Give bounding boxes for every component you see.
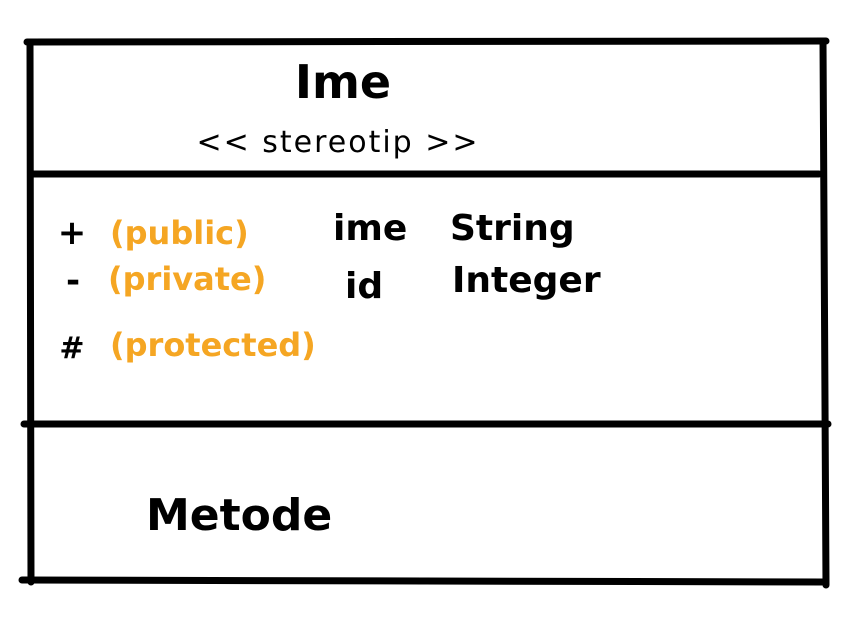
methods-label: Metode (146, 490, 332, 541)
field-type: String (450, 208, 575, 249)
field-name: id (345, 266, 383, 307)
visibility-symbol-private: - (66, 261, 80, 301)
class-box-frame (18, 37, 832, 589)
visibility-symbol-protected: # (59, 331, 84, 366)
visibility-label-private: (private) (108, 260, 266, 298)
visibility-symbol-public: + (58, 213, 87, 253)
left-border (26, 38, 35, 586)
visibility-legend: + (public) - (private) # (protected) (58, 213, 316, 366)
attribute-fields: ime String id Integer (333, 208, 601, 307)
field-name: ime (333, 208, 407, 249)
bottom-border (18, 576, 827, 586)
right-border (819, 37, 830, 589)
field-type: Integer (452, 260, 601, 301)
class-stereotype: << stereotip >> (196, 125, 479, 160)
visibility-label-protected: (protected) (110, 326, 316, 364)
visibility-label-public: (public) (110, 214, 249, 252)
top-border (23, 37, 830, 46)
class-name: Ime (295, 55, 391, 109)
